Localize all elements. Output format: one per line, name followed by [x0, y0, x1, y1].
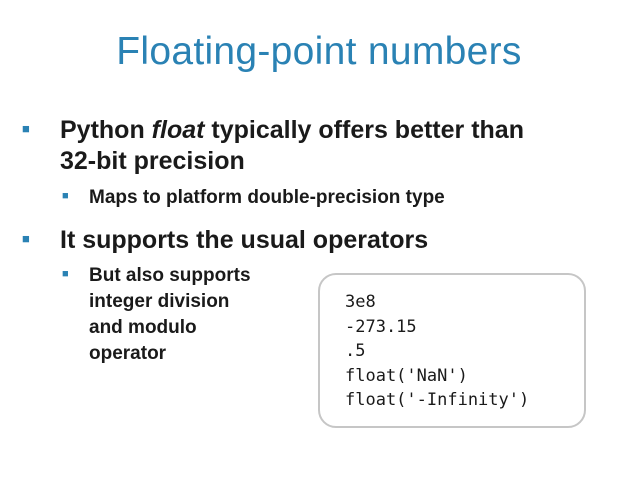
code-line: float('NaN')	[345, 365, 468, 386]
square-bullet-icon: ■	[22, 121, 30, 136]
sub-bullet-2-line-4: operator	[89, 343, 167, 364]
bullet-1-line-2: 32-bit precision	[60, 147, 245, 175]
bullet-1-suffix: typically offers better than	[204, 116, 524, 144]
sub-bullet-2-line-3: and modulo	[89, 317, 197, 338]
slide-title: Floating-point numbers	[116, 30, 522, 73]
square-bullet-icon: ■	[22, 231, 30, 246]
bullet-1-emphasis: float	[151, 116, 205, 144]
bullet-2-text: It supports the usual operators	[60, 226, 429, 254]
code-line: 3e8	[345, 292, 376, 312]
code-example-box: 3e8 -273.15 .5 float('NaN') float('-Infi…	[318, 273, 586, 428]
sub-bullet-1-text: Maps to platform double-precision type	[89, 187, 445, 208]
sub-bullet-2-line-1: But also supports	[89, 265, 251, 286]
code-line: -273.15	[345, 316, 417, 337]
sub-bullet-2-line-2: integer division	[89, 291, 230, 312]
bullet-1-text: Python float typically offers better tha…	[60, 115, 524, 146]
square-bullet-icon: ■	[62, 190, 69, 202]
code-line: .5	[345, 341, 366, 361]
bullet-1-prefix: Python	[60, 116, 152, 144]
square-bullet-icon: ■	[62, 268, 69, 280]
code-line: float('-Infinity')	[345, 390, 530, 410]
